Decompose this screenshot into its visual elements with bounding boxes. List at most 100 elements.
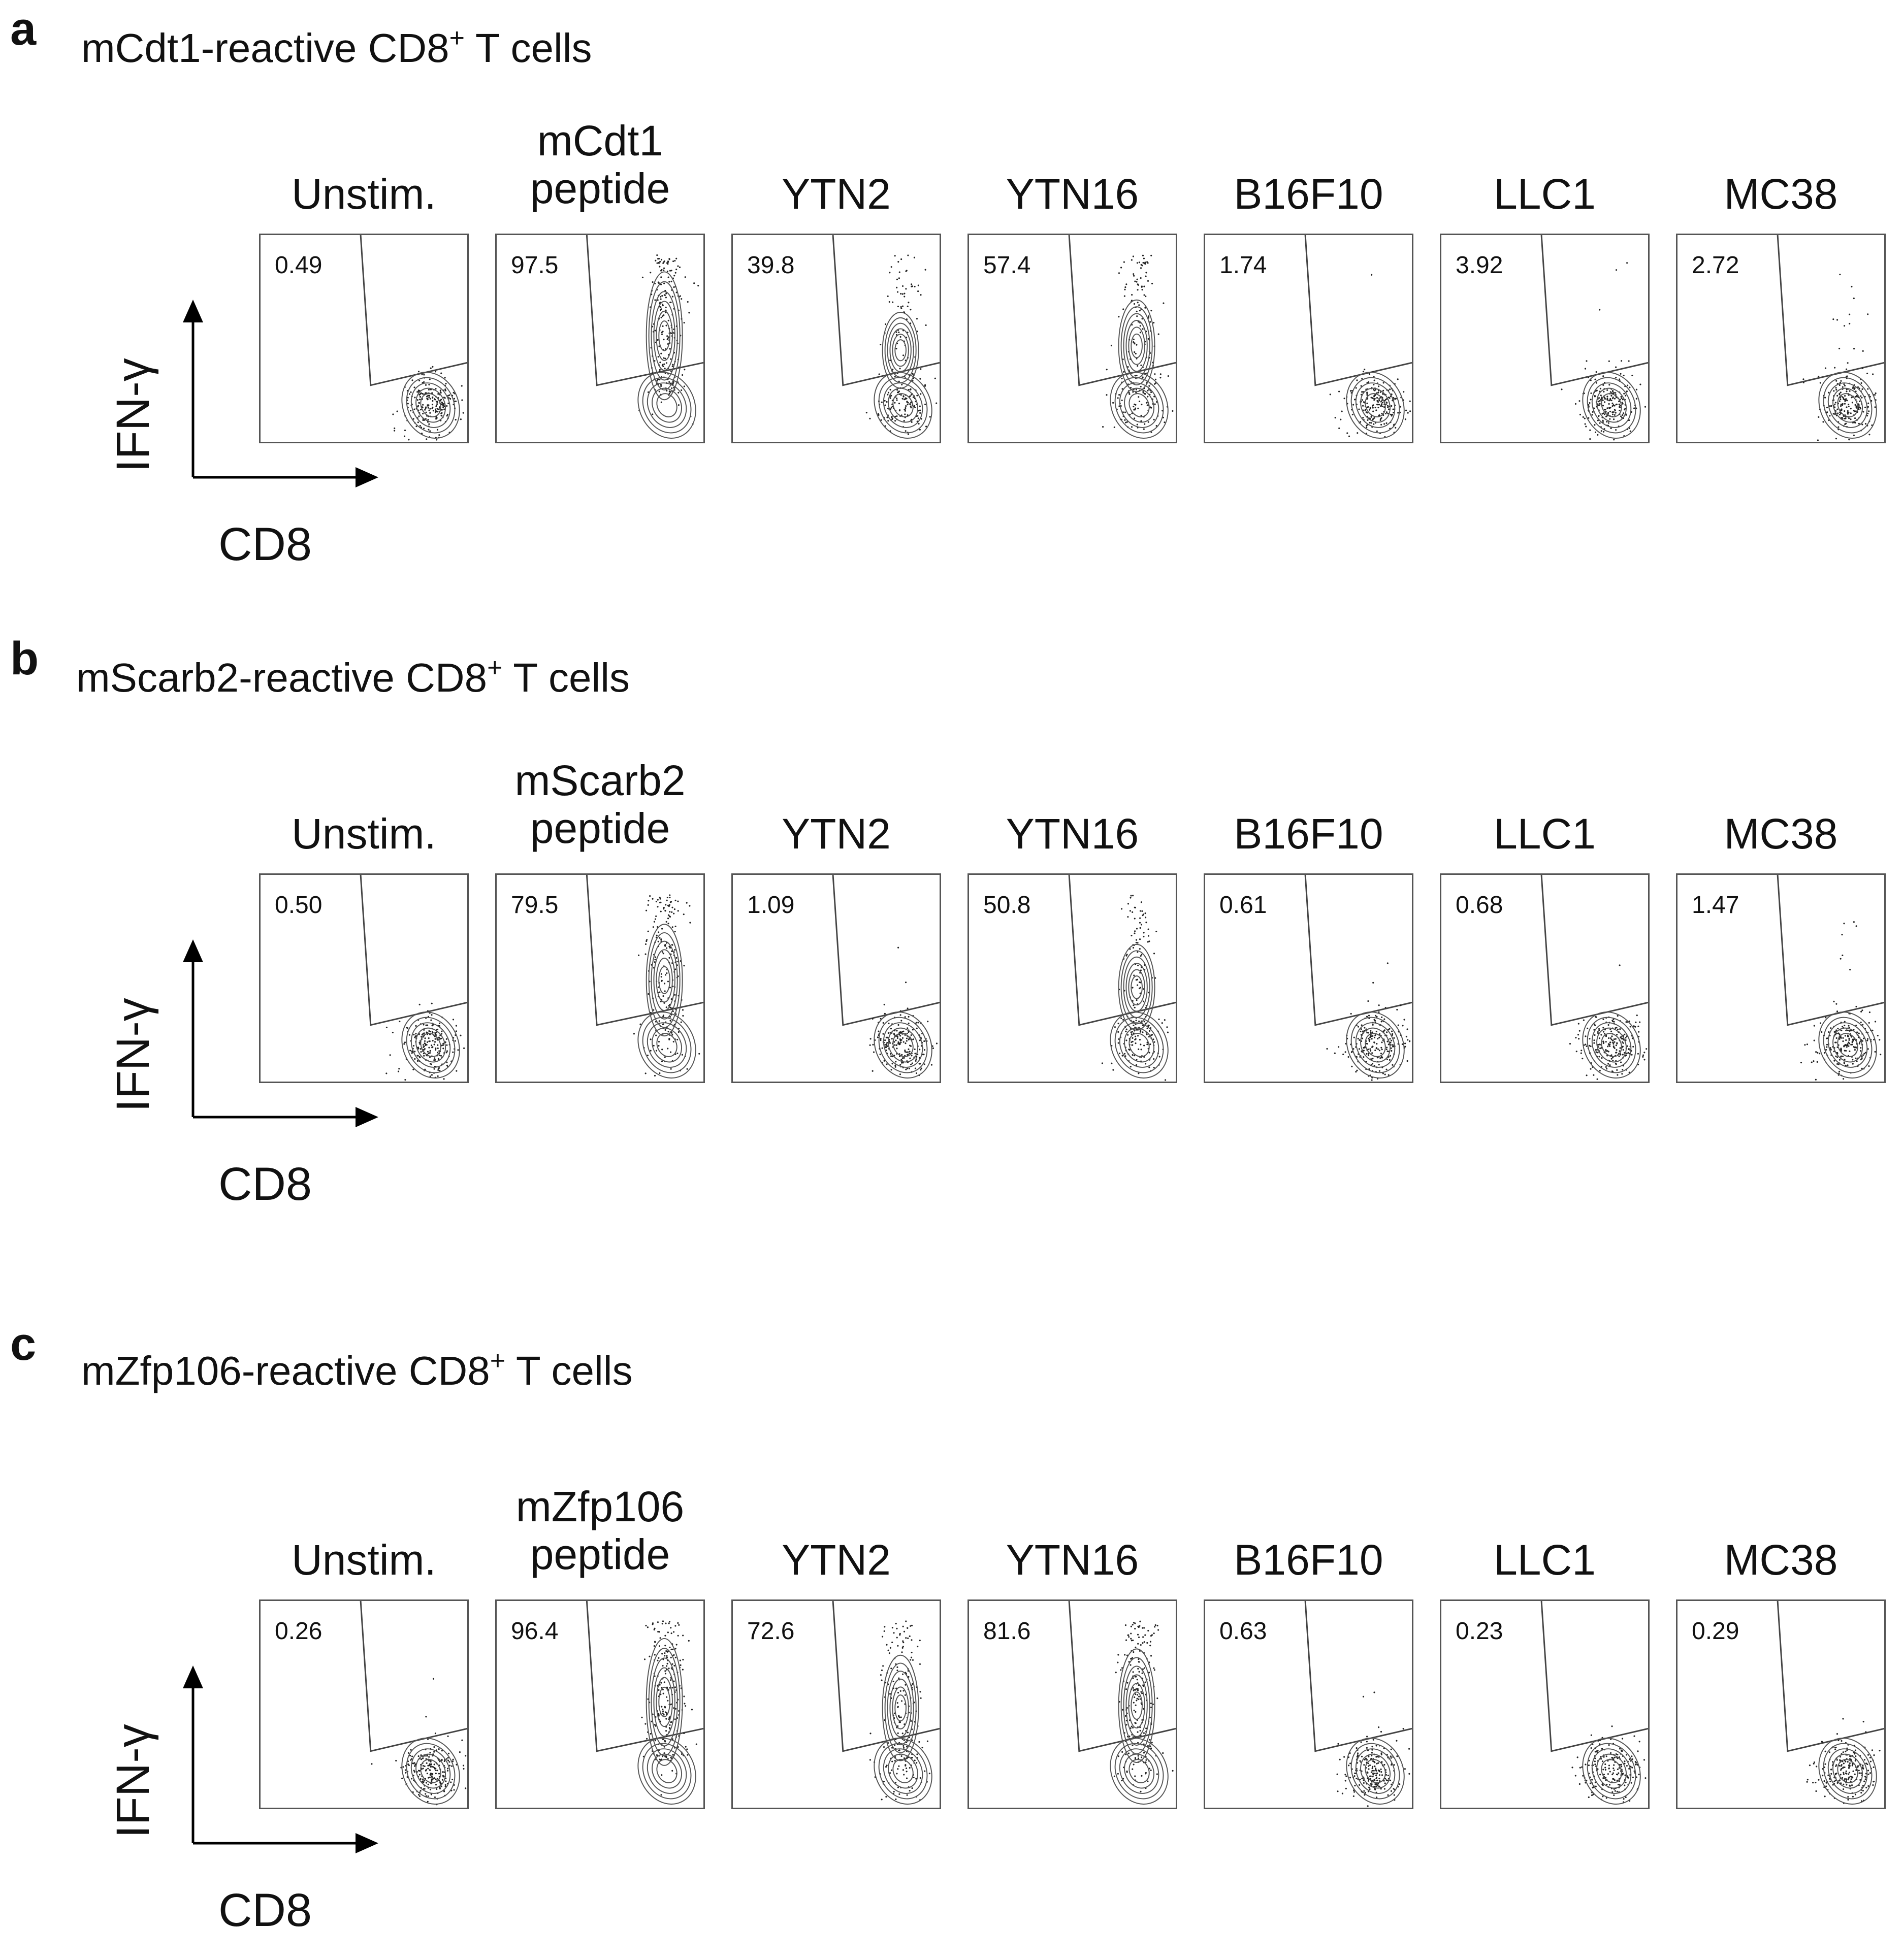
event-dot <box>903 1630 906 1632</box>
event-dot <box>662 365 664 367</box>
event-dot <box>663 906 665 909</box>
event-dot <box>1840 398 1842 401</box>
event-dot <box>1371 1752 1373 1754</box>
event-dot <box>905 407 907 409</box>
event-dot <box>919 1063 921 1065</box>
event-dot <box>443 397 445 399</box>
event-dot <box>1393 397 1395 399</box>
event-dot <box>1628 1071 1630 1073</box>
event-dot <box>905 288 907 290</box>
event-dot <box>1593 1039 1595 1041</box>
event-dot <box>1385 401 1388 403</box>
event-dot <box>684 369 686 371</box>
event-dot <box>671 1770 673 1772</box>
event-dot <box>905 430 907 432</box>
event-dot <box>1142 391 1144 394</box>
event-dot <box>1371 1770 1373 1772</box>
event-dot <box>654 1740 656 1742</box>
event-dot <box>1141 1775 1143 1777</box>
event-dot <box>1635 1021 1637 1023</box>
event-dot <box>1172 410 1174 412</box>
event-dot <box>398 1068 400 1070</box>
event-dot <box>439 406 441 408</box>
event-dot <box>1373 1019 1375 1021</box>
event-dot <box>655 1050 658 1052</box>
event-dot <box>1381 1774 1383 1776</box>
event-dot <box>898 277 900 279</box>
event-dot <box>894 402 896 404</box>
event-dot <box>441 415 443 417</box>
event-dot <box>1815 1051 1817 1053</box>
event-dot <box>1860 1772 1862 1774</box>
contour-ring <box>1365 1033 1386 1057</box>
event-dot <box>1615 429 1617 431</box>
event-dot <box>1632 1776 1634 1778</box>
event-dot <box>649 895 651 897</box>
event-dot <box>691 1709 693 1711</box>
contour-plot <box>832 1601 940 1805</box>
event-dot <box>1368 1786 1370 1788</box>
event-dot <box>1835 1765 1837 1767</box>
event-dot <box>1594 1034 1596 1036</box>
event-dot <box>1371 1052 1373 1054</box>
event-dot <box>1615 1038 1617 1040</box>
event-dot <box>1815 1079 1817 1081</box>
event-dot <box>1162 410 1164 412</box>
event-dot <box>432 1024 434 1026</box>
event-dot <box>1622 403 1624 405</box>
event-dot <box>683 321 685 324</box>
event-dot <box>883 1003 885 1006</box>
event-dot <box>912 1659 914 1661</box>
event-dot <box>1153 418 1155 420</box>
event-dot <box>434 1057 436 1059</box>
event-dot <box>1113 426 1115 428</box>
contour-ring <box>1596 387 1627 423</box>
event-dot <box>1612 1778 1615 1780</box>
contour-ring <box>651 940 678 1020</box>
event-dot <box>452 1019 455 1021</box>
event-dot <box>662 1023 664 1026</box>
event-dot <box>1353 1775 1356 1777</box>
event-dot <box>1860 395 1862 397</box>
event-dot <box>1404 1768 1406 1770</box>
event-dot <box>1367 1762 1369 1765</box>
event-dot <box>1120 1669 1122 1671</box>
event-dot <box>1867 313 1869 315</box>
contour-ring <box>415 387 446 423</box>
event-dot <box>897 1768 899 1770</box>
event-dot <box>1620 360 1623 362</box>
contour-ring <box>882 312 919 389</box>
event-dot <box>424 1042 426 1044</box>
event-dot <box>688 1640 690 1642</box>
event-dot <box>904 398 906 400</box>
contour-plot <box>1777 875 1884 1081</box>
event-dot <box>430 1760 432 1763</box>
event-dot <box>1364 1027 1366 1029</box>
event-dot <box>1813 1762 1815 1765</box>
event-dot <box>665 1622 667 1624</box>
event-dot <box>1338 427 1340 429</box>
event-dot <box>1588 1759 1590 1761</box>
event-dot <box>1377 1783 1379 1785</box>
event-dot <box>683 913 685 916</box>
event-dot <box>1608 360 1610 362</box>
event-dot <box>1642 1054 1644 1056</box>
event-dot <box>1611 1035 1613 1037</box>
event-dot <box>1864 1778 1866 1780</box>
event-dot <box>453 398 456 400</box>
event-dot <box>1381 1041 1383 1043</box>
event-dot <box>1835 1746 1837 1749</box>
event-dot <box>1381 405 1383 407</box>
event-dot <box>1617 1774 1619 1776</box>
event-dot <box>1366 1016 1368 1018</box>
event-dot <box>422 1768 424 1770</box>
event-dot <box>1140 969 1142 971</box>
event-dot <box>435 388 437 390</box>
event-dot <box>447 1752 450 1754</box>
event-dot <box>663 338 665 341</box>
event-dot <box>909 1051 911 1053</box>
event-dot <box>1845 1039 1847 1041</box>
event-dot <box>1352 1795 1354 1798</box>
event-dot <box>1409 410 1411 412</box>
event-dot <box>901 1647 904 1649</box>
